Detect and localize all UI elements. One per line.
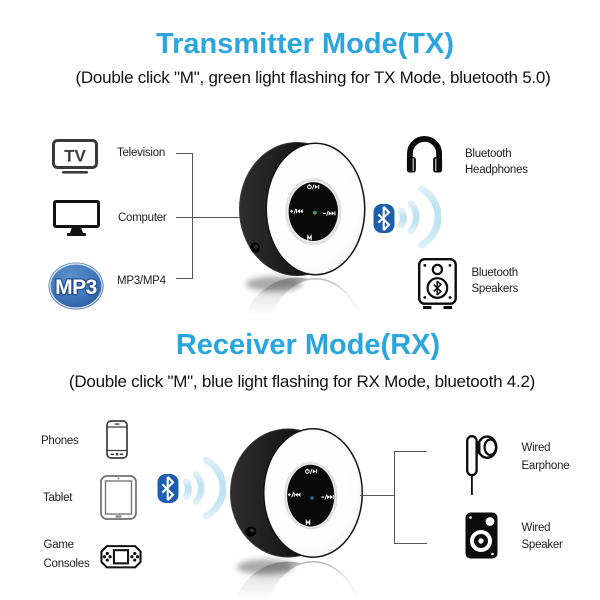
svg-text:MP3: MP3 [55, 276, 97, 299]
svg-text:TV: TV [64, 147, 86, 166]
svg-text:MP3: MP3 [55, 276, 97, 299]
